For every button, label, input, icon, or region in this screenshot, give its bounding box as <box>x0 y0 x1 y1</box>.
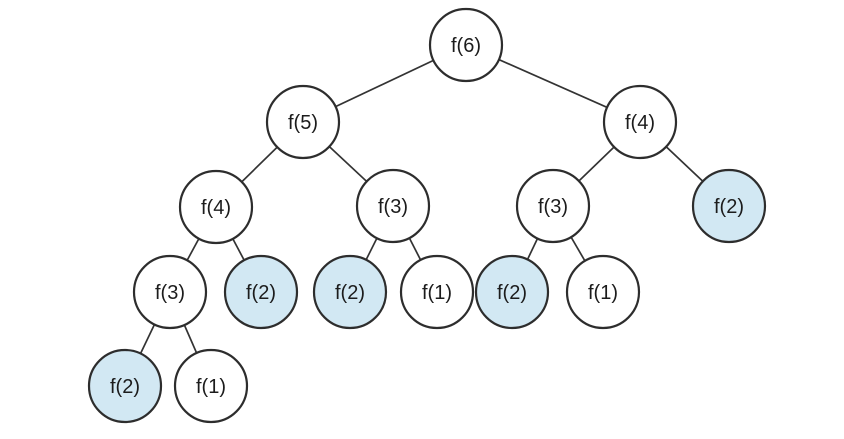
node-circle <box>565 254 641 330</box>
node-circle-highlighted <box>691 168 767 244</box>
tree-node-f1-n10: f(1) <box>399 254 475 330</box>
node-circle <box>178 169 254 245</box>
node-circle-highlighted <box>87 348 163 424</box>
node-circle-highlighted <box>223 254 299 330</box>
node-circle <box>428 7 504 83</box>
tree-node-f2-n9: f(2) <box>312 254 388 330</box>
tree-node-f3-n4: f(3) <box>355 168 431 244</box>
node-circle-highlighted <box>312 254 388 330</box>
tree-node-f5-n1: f(5) <box>265 84 341 160</box>
node-circle-highlighted <box>474 254 550 330</box>
node-circle <box>355 168 431 244</box>
tree-node-f3-n7: f(3) <box>132 254 208 330</box>
tree-node-f2-n8: f(2) <box>223 254 299 330</box>
node-circle <box>515 168 591 244</box>
tree-node-f2-n11: f(2) <box>474 254 550 330</box>
node-circle <box>265 84 341 160</box>
node-circle <box>132 254 208 330</box>
tree-node-f4-n3: f(4) <box>178 169 254 245</box>
nodes-layer: f(6)f(5)f(4)f(4)f(3)f(3)f(2)f(3)f(2)f(2)… <box>87 7 767 424</box>
tree-node-f3-n5: f(3) <box>515 168 591 244</box>
node-circle <box>399 254 475 330</box>
tree-node-f1-n12: f(1) <box>565 254 641 330</box>
tree-node-f6-n0: f(6) <box>428 7 504 83</box>
node-circle <box>173 348 249 424</box>
node-circle <box>602 84 678 160</box>
tree-node-f2-n13: f(2) <box>87 348 163 424</box>
tree-node-f2-n6: f(2) <box>691 168 767 244</box>
tree-node-f1-n14: f(1) <box>173 348 249 424</box>
tree-node-f4-n2: f(4) <box>602 84 678 160</box>
